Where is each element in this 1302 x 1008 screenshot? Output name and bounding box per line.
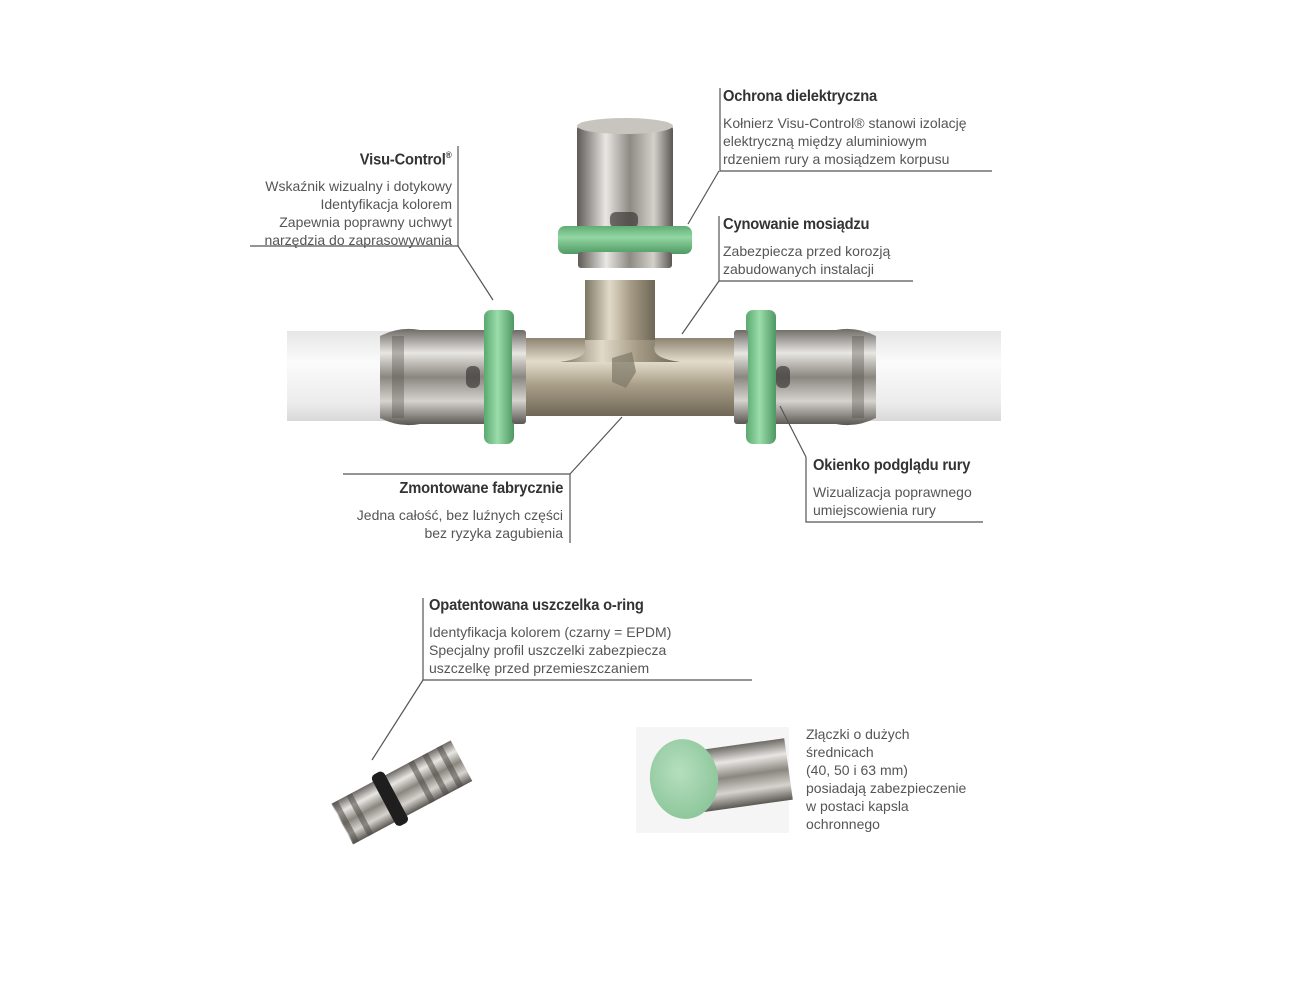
cap-note: Złączki o dużych średnicach (40, 50 i 63… bbox=[806, 726, 967, 832]
callout-description: Wizualizacja poprawnego umiejscowienia r… bbox=[813, 484, 972, 518]
callout-factory: Zmontowane fabrycznie Jedna całość, bez … bbox=[357, 479, 563, 542]
protective-cap bbox=[649, 739, 719, 819]
press-sleeve-left bbox=[380, 328, 486, 426]
pipe-left bbox=[287, 331, 397, 421]
callout-dielectric: Ochrona dielektryczna Kołnierz Visu-Cont… bbox=[723, 87, 967, 168]
leader-window bbox=[805, 457, 983, 523]
brand-emboss bbox=[612, 352, 636, 388]
black-oring bbox=[371, 771, 408, 826]
visu-control-ring-right bbox=[746, 310, 776, 444]
callout-description: Jedna całość, bez luźnych części bez ryz… bbox=[356, 507, 563, 541]
callout-oring: Opatentowana uszczelka o-ring Identyfika… bbox=[429, 596, 671, 677]
callout-window: Okienko podglądu rury Wizualizacja popra… bbox=[813, 456, 984, 519]
callout-title: Okienko podglądu rury bbox=[813, 457, 971, 474]
press-sleeve-right bbox=[770, 328, 876, 426]
callout-title: Ochrona dielektryczna bbox=[723, 88, 878, 105]
leader-lines bbox=[250, 88, 992, 761]
callout-description: Kołnierz Visu-Control® stanowi izolację … bbox=[723, 115, 967, 167]
visu-control-ring-left bbox=[484, 310, 514, 444]
tee-fitting-illustration bbox=[287, 118, 1001, 444]
callout-description: Wskaźnik wizualny i dotykowy Identyfikac… bbox=[264, 178, 452, 249]
press-sleeve-top bbox=[577, 122, 673, 240]
visu-control-ring-top bbox=[558, 226, 692, 254]
oring-detail-illustration bbox=[312, 711, 485, 860]
pipe-right bbox=[868, 331, 1001, 421]
leader-dielectric bbox=[719, 88, 992, 172]
callout-visu-control: Visu-Control® Wskaźnik wizualny i dotyko… bbox=[264, 145, 452, 249]
callout-description: Identyfikacja kolorem (czarny = EPDM) Sp… bbox=[429, 624, 672, 676]
callout-description: Zabezpiecza przed korozją zabudowanych i… bbox=[723, 243, 891, 277]
callout-title: Visu-Control® bbox=[360, 150, 452, 169]
protective-cap-illustration bbox=[636, 727, 793, 833]
callout-title: Zmontowane fabrycznie bbox=[399, 480, 563, 497]
callout-title: Opatentowana uszczelka o-ring bbox=[429, 597, 644, 614]
callout-title: Cynowanie mosiądzu bbox=[723, 216, 870, 233]
callout-tinning: Cynowanie mosiądzu Zabezpiecza przed kor… bbox=[723, 215, 890, 278]
